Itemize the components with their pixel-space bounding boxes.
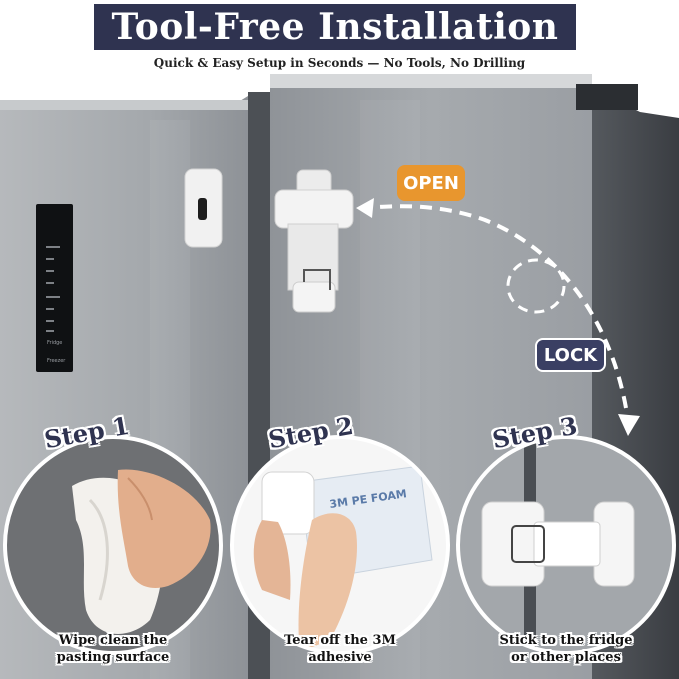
step2-caption-line1: Tear off the 3M (284, 633, 396, 648)
lock-badge: LOCK (535, 338, 606, 372)
display-label-freezer: Freezer (47, 358, 66, 364)
step2-caption-line2: adhesive (308, 650, 372, 665)
step3-caption: Stick to the fridge or other places (481, 632, 651, 666)
step1-caption-line2: pasting surface (56, 650, 170, 665)
step3-caption-line2: or other places (511, 650, 621, 665)
step3-photo (456, 435, 676, 655)
control-display (36, 204, 73, 372)
step3-caption-line1: Stick to the fridge (499, 633, 633, 648)
display-label-fridge: Fridge (47, 340, 62, 346)
motion-arrow (364, 204, 628, 409)
page-subtitle: Quick & Easy Setup in Seconds — No Tools… (153, 56, 526, 70)
page-title: Tool-Free Installation (94, 4, 576, 50)
open-badge: OPEN (397, 165, 465, 201)
child-lock-open (274, 169, 354, 313)
step1-caption: Wipe clean the pasting surface (28, 632, 198, 666)
step2-photo: 3M PE FOAM (230, 435, 450, 655)
step2-caption: Tear off the 3M adhesive (255, 632, 425, 666)
step1-photo (3, 435, 223, 655)
step1-caption-line1: Wipe clean the (58, 633, 168, 648)
